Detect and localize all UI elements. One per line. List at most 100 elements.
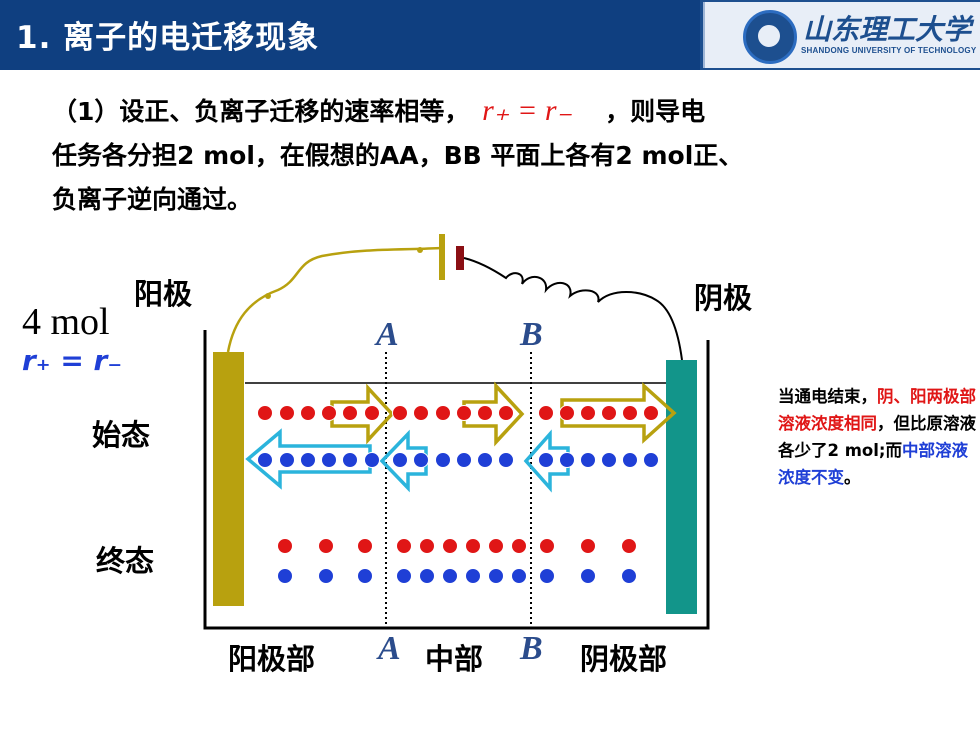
result-note: 当通电结束，阴、阳两极部溶液浓度相同，但比原溶液各少了2 mol;而中部溶液浓度… [778, 383, 978, 491]
initial-state-label: 始态 [92, 418, 151, 452]
anode-electrode [213, 352, 244, 606]
logo-subtitle: SHANDONG UNIVERSITY OF TECHNOLOGY [801, 46, 977, 55]
final-anion-11 [580, 568, 596, 584]
final-anion-6 [442, 568, 458, 584]
intro-line-1-suffix: ，则导电 [605, 97, 706, 126]
middle-region-label: 中部 [425, 642, 484, 676]
initial-cation-6 [364, 405, 380, 421]
plane-a-bottom-label: A [378, 630, 401, 667]
final-cation-3 [357, 538, 373, 554]
initial-cation-12 [498, 405, 514, 421]
initial-cation-16 [601, 405, 617, 421]
page-title: 1. 离子的电迁移现象 [16, 20, 320, 56]
final-cation-5 [419, 538, 435, 554]
final-anion-4 [396, 568, 412, 584]
final-cation-10 [539, 538, 555, 554]
rate-equation: r₊ = r₋ [22, 344, 123, 377]
initial-anion-14 [559, 452, 575, 468]
logo-name: 山东理工大学 [803, 13, 972, 46]
final-state-label: 终态 [96, 544, 155, 578]
final-cation-11 [580, 538, 596, 554]
final-cation-6 [442, 538, 458, 554]
final-anion-10 [539, 568, 555, 584]
initial-cation-8 [413, 405, 429, 421]
intro-line-1-prefix: （1）设正、负离子迁移的速率相等， [52, 97, 470, 126]
initial-anion-12 [498, 452, 514, 468]
initial-anion-17 [622, 452, 638, 468]
initial-anion-13 [538, 452, 554, 468]
header-band [0, 0, 700, 70]
final-anion-5 [419, 568, 435, 584]
intro-equation: r₊ = r₋ [482, 94, 573, 127]
initial-anion-9 [435, 452, 451, 468]
plane-b-top-label: B [520, 316, 543, 353]
cathode-label: 阴极 [694, 281, 753, 315]
final-cation-12 [621, 538, 637, 554]
note-part-4: 而 [885, 441, 903, 460]
final-anion-1 [277, 568, 293, 584]
plane-b-bottom-label: B [520, 630, 543, 667]
initial-cation-15 [580, 405, 596, 421]
initial-anion-5 [342, 452, 358, 468]
final-cation-8 [488, 538, 504, 554]
anion-arrow-3 [523, 429, 570, 493]
final-anion-7 [465, 568, 481, 584]
university-seal-icon [743, 10, 797, 64]
anode-region-label: 阳极部 [228, 642, 316, 676]
note-part-3: ，但比原溶液各少了2 mol; [778, 414, 976, 460]
final-anion-12 [621, 568, 637, 584]
initial-cation-4 [321, 405, 337, 421]
note-part-6: 。 [844, 468, 861, 487]
header-bar: 1. 离子的电迁移现象 山东理工大学 SHANDONG UNIVERSITY O… [0, 0, 980, 70]
initial-cation-10 [456, 405, 472, 421]
wire-node-right [417, 247, 423, 253]
initial-cation-1 [257, 405, 273, 421]
initial-anion-15 [580, 452, 596, 468]
initial-anion-7 [392, 452, 408, 468]
cation-arrow-3 [560, 382, 677, 444]
initial-cation-13 [538, 405, 554, 421]
cation-arrow-1 [330, 383, 395, 445]
cathode-wire [463, 257, 683, 361]
intro-line-2: 任务各分担2 mol，在假想的AA，BB 平面上各有2 mol正、 [52, 141, 744, 170]
cathode-region-label: 阴极部 [580, 642, 668, 676]
beaker [203, 330, 710, 630]
final-cation-2 [318, 538, 334, 554]
final-cation-9 [511, 538, 527, 554]
cathode-electrode [666, 360, 697, 614]
wire-node-left [265, 293, 271, 299]
final-cation-4 [396, 538, 412, 554]
final-anion-8 [488, 568, 504, 584]
final-cation-1 [277, 538, 293, 554]
final-cation-7 [465, 538, 481, 554]
initial-anion-18 [643, 452, 659, 468]
initial-anion-8 [413, 452, 429, 468]
initial-anion-4 [321, 452, 337, 468]
initial-anion-1 [257, 452, 273, 468]
initial-anion-2 [279, 452, 295, 468]
initial-anion-11 [477, 452, 493, 468]
initial-cation-11 [477, 405, 493, 421]
final-anion-2 [318, 568, 334, 584]
intro-line-1: （1）设正、负离子迁移的速率相等， r₊ = r₋ ，则导电 [52, 92, 705, 128]
anion-arrow-2 [379, 429, 428, 493]
initial-cation-2 [279, 405, 295, 421]
initial-cation-3 [300, 405, 316, 421]
final-anion-3 [357, 568, 373, 584]
note-part-2: 阴、阳两极部溶液浓度相同 [778, 387, 976, 433]
intro-line-3: 负离子逆向通过。 [52, 185, 253, 214]
initial-cation-9 [435, 405, 451, 421]
plane-a-top-label: A [376, 316, 399, 353]
initial-cation-5 [342, 405, 358, 421]
initial-anion-10 [456, 452, 472, 468]
initial-anion-6 [364, 452, 380, 468]
initial-anion-16 [601, 452, 617, 468]
anode-wire [226, 246, 443, 353]
initial-cation-7 [392, 405, 408, 421]
university-logo: 山东理工大学 SHANDONG UNIVERSITY OF TECHNOLOGY [703, 2, 980, 68]
final-anion-9 [511, 568, 527, 584]
initial-anion-3 [300, 452, 316, 468]
anode-label: 阳极 [134, 277, 193, 311]
total-amount: 4 mol [22, 301, 110, 343]
